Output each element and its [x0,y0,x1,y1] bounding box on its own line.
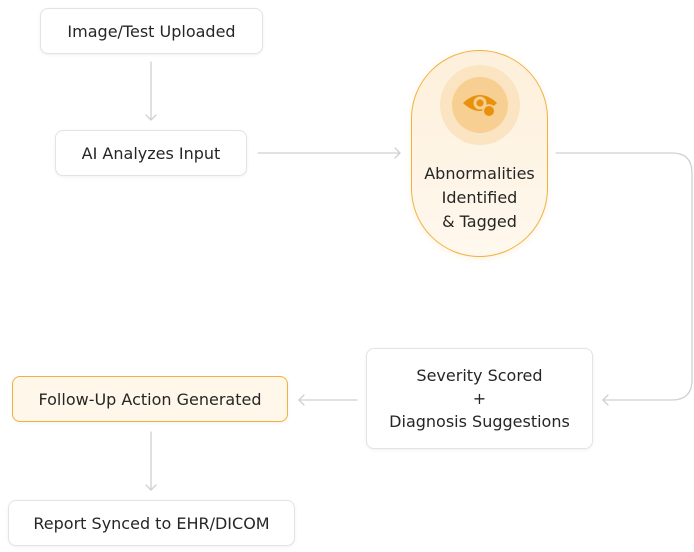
node-label: Report Synced to EHR/DICOM [33,513,270,533]
node-image-test-uploaded: Image/Test Uploaded [40,8,263,54]
node-label-line: & Tagged [442,212,517,231]
node-follow-up-action: Follow-Up Action Generated [12,376,288,422]
node-label-line: Severity Scored [416,366,543,385]
node-label: AI Analyzes Input [81,143,221,163]
node-label: Follow-Up Action Generated [38,389,262,409]
node-label: Image/Test Uploaded [67,21,236,41]
node-severity-scored: Severity Scored + Diagnosis Suggestions [366,348,593,449]
eye-magnifier-icon [463,95,497,118]
icon-halo [440,65,520,145]
node-ai-analyzes-input: AI Analyzes Input [55,130,247,176]
node-abnormalities-identified: Abnormalities Identified & Tagged [411,50,548,257]
arrow-abnormal-to-severity [555,152,693,401]
node-label-line: Diagnosis Suggestions [389,412,570,431]
node-report-synced: Report Synced to EHR/DICOM [8,500,295,546]
node-label-line: Abnormalities [424,164,535,183]
icon-badge [452,77,508,133]
node-label: Abnormalities Identified & Tagged [412,162,547,234]
node-label-line: Identified [441,188,518,207]
node-label-line: + [472,389,487,408]
